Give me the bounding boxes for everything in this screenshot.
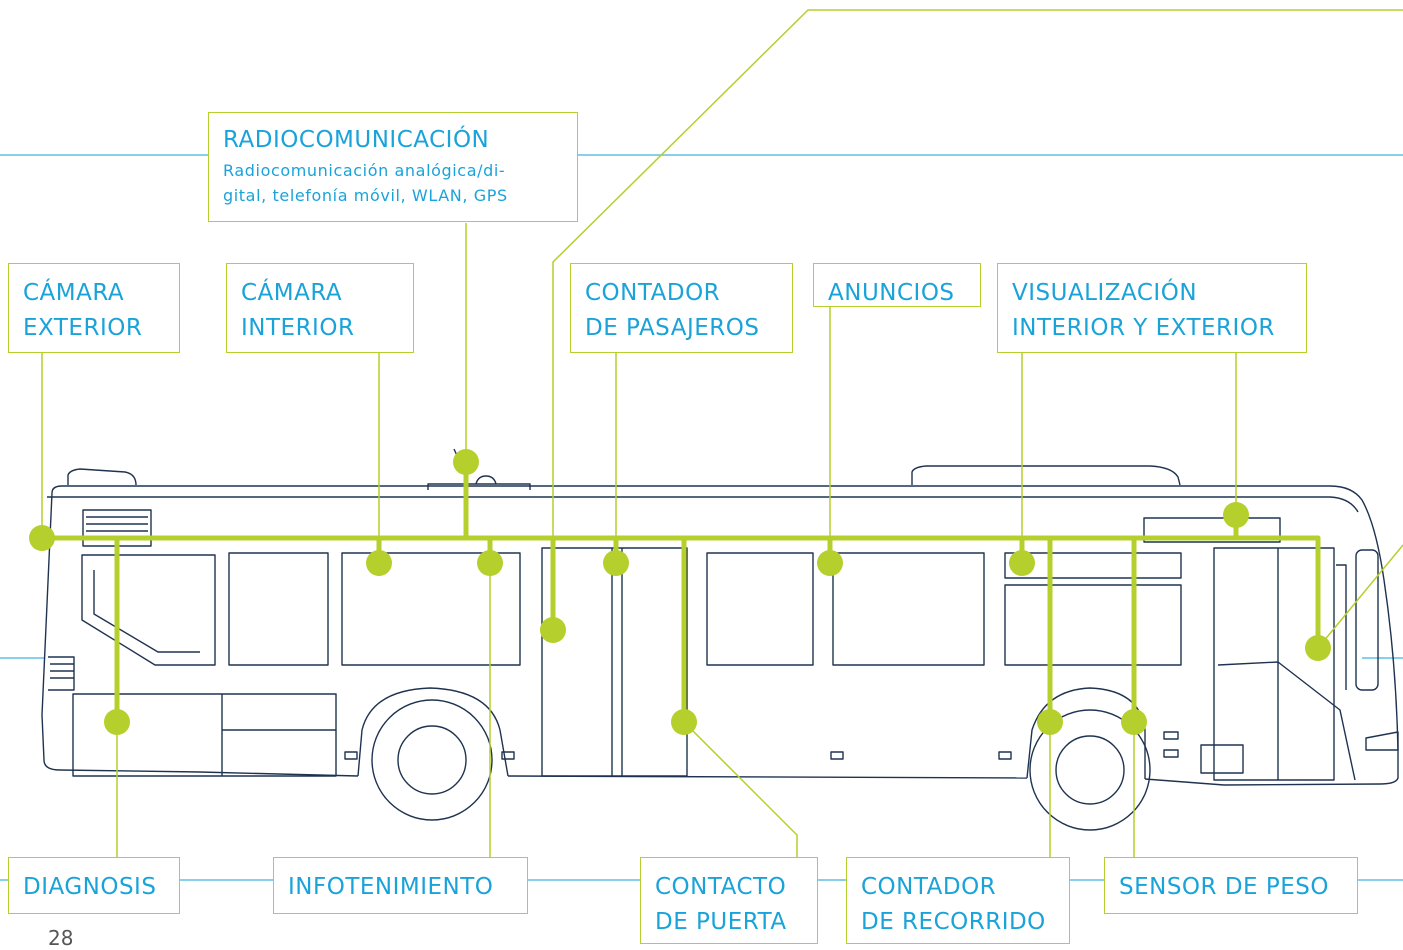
- label-sensor-peso-line1: SENSOR DE PESO: [1119, 874, 1329, 900]
- label-camara-exterior-line1: CÁMARA: [23, 280, 125, 306]
- label-anuncios: ANUNCIOS: [813, 263, 981, 307]
- label-visualizacion-line2: INTERIOR Y EXTERIOR: [1012, 315, 1275, 341]
- label-diagnosis: DIAGNOSIS: [8, 857, 180, 914]
- leader-lines: [41, 9, 1403, 857]
- label-radiocomunicacion-line2: gital, telefonía móvil, WLAN, GPS: [223, 186, 508, 205]
- label-infotenimiento-line1: INFOTENIMIENTO: [288, 874, 494, 900]
- page-number: 28: [48, 926, 74, 950]
- node-visualizacion-interior: [1009, 550, 1035, 576]
- label-contador-recorrido-line2: DE RECORRIDO: [861, 909, 1046, 935]
- label-camara-interior: CÁMARA INTERIOR: [226, 263, 414, 353]
- node-contador-recorrido: [1037, 709, 1063, 735]
- label-anuncios-line1: ANUNCIOS: [828, 280, 955, 306]
- network-nodes: [29, 449, 1331, 735]
- label-contador-pasajeros-line2: DE PASAJEROS: [585, 315, 760, 341]
- node-contador-pasajeros: [603, 550, 629, 576]
- node-door-sensor-top: [540, 617, 566, 643]
- label-radiocomunicacion-title: RADIOCOMUNICACIÓN: [223, 127, 490, 153]
- node-radiocomunicacion: [453, 449, 479, 475]
- node-sensor-peso: [1121, 709, 1147, 735]
- label-contador-pasajeros: CONTADOR DE PASAJEROS: [570, 263, 793, 353]
- label-visualizacion-line1: VISUALIZACIÓN: [1012, 280, 1198, 306]
- label-diagnosis-line1: DIAGNOSIS: [23, 874, 157, 900]
- label-contacto-puerta-line1: CONTACTO: [655, 874, 787, 900]
- label-camara-interior-line2: INTERIOR: [241, 315, 355, 341]
- label-contacto-puerta-line2: DE PUERTA: [655, 909, 787, 935]
- label-contador-recorrido: CONTADOR DE RECORRIDO: [846, 857, 1070, 944]
- label-infotenimiento: INFOTENIMIENTO: [273, 857, 528, 914]
- network-bus: [39, 459, 1321, 725]
- label-camara-exterior: CÁMARA EXTERIOR: [8, 263, 180, 353]
- node-camara-exterior: [29, 525, 55, 551]
- node-contacto-puerta: [671, 709, 697, 735]
- label-contacto-puerta: CONTACTO DE PUERTA: [640, 857, 818, 944]
- label-visualizacion: VISUALIZACIÓN INTERIOR Y EXTERIOR: [997, 263, 1307, 353]
- node-anuncios: [817, 550, 843, 576]
- label-camara-exterior-line2: EXTERIOR: [23, 315, 143, 341]
- label-radiocomunicacion: RADIOCOMUNICACIÓN Radiocomunicación anal…: [208, 112, 578, 222]
- label-contador-recorrido-line1: CONTADOR: [861, 874, 997, 900]
- label-sensor-peso: SENSOR DE PESO: [1104, 857, 1358, 914]
- node-infotenimiento: [477, 550, 503, 576]
- node-camara-interior: [366, 550, 392, 576]
- bus-outline: [41, 448, 1399, 831]
- node-front: [1305, 635, 1331, 661]
- label-camara-interior-line1: CÁMARA: [241, 280, 343, 306]
- node-diagnosis: [104, 709, 130, 735]
- node-visualizacion-exterior: [1223, 502, 1249, 528]
- label-radiocomunicacion-line1: Radiocomunicación analógica/di-: [223, 161, 506, 180]
- label-contador-pasajeros-line1: CONTADOR: [585, 280, 721, 306]
